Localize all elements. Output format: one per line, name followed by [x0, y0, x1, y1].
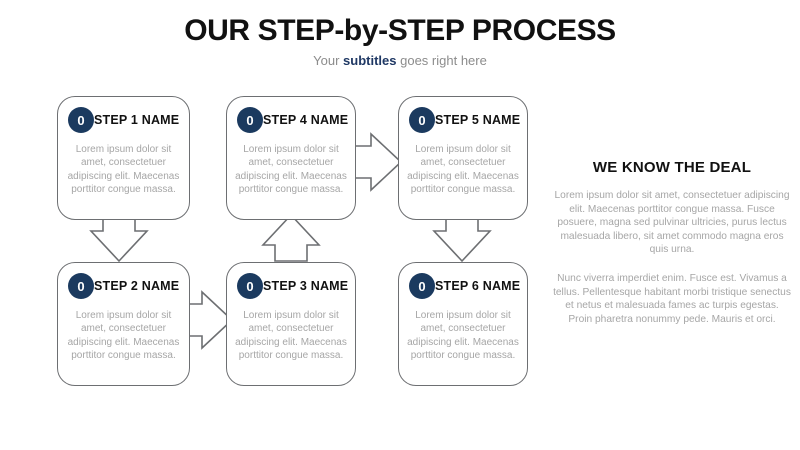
arrow-step1-to-step2 [89, 214, 149, 263]
step-card-3-badge: 0 [237, 273, 263, 299]
step-card-4-badge: 0 [237, 107, 263, 133]
arrow-step5-to-step6 [432, 214, 492, 263]
step-card-6-header: 0 STEP 6 NAME [399, 271, 527, 301]
step-card-2-badge: 0 [68, 273, 94, 299]
step-card-1-header: 0 STEP 1 NAME [58, 105, 189, 135]
panel-paragraph-1: Lorem ipsum dolor sit amet, consectetuer… [554, 190, 790, 256]
panel-paragraph-2: Nunc viverra imperdiet enim. Fusce est. … [553, 272, 791, 325]
step-card-6-title: STEP 6 NAME [435, 279, 521, 293]
step-card-4-header: 0 STEP 4 NAME [227, 105, 355, 135]
step-card-3-body: Lorem ipsum dolor sit amet, consectetuer… [235, 310, 347, 362]
subtitle-prefix: Your [313, 53, 344, 68]
step-card-5-header: 0 STEP 5 NAME [399, 105, 527, 135]
arrow-step3-to-step4 [261, 213, 321, 262]
step-card-4-body: Lorem ipsum dolor sit amet, consectetuer… [235, 144, 347, 196]
slide-header: OUR STEP-by-STEP PROCESS Your subtitles … [0, 14, 800, 69]
step-card-6[interactable]: 0 STEP 6 NAME Lorem ipsum dolor sit amet… [398, 262, 528, 386]
step-card-6-badge: 0 [409, 273, 435, 299]
step-card-5[interactable]: 0 STEP 5 NAME Lorem ipsum dolor sit amet… [398, 96, 528, 220]
step-card-1-title: STEP 1 NAME [94, 113, 180, 127]
step-card-1[interactable]: 0 STEP 1 NAME Lorem ipsum dolor sit amet… [57, 96, 190, 220]
step-card-4[interactable]: 0 STEP 4 NAME Lorem ipsum dolor sit amet… [226, 96, 356, 220]
step-card-5-title: STEP 5 NAME [435, 113, 521, 127]
step-card-6-body: Lorem ipsum dolor sit amet, consectetuer… [407, 310, 519, 362]
side-text-panel: WE KNOW THE DEAL Lorem ipsum dolor sit a… [552, 158, 792, 326]
process-diagram: 0 STEP 1 NAME Lorem ipsum dolor sit amet… [57, 96, 528, 386]
step-card-1-badge: 0 [68, 107, 94, 133]
step-card-4-title: STEP 4 NAME [263, 113, 349, 127]
page-title: OUR STEP-by-STEP PROCESS [184, 14, 616, 47]
arrow-step4-to-step5 [354, 132, 403, 192]
step-card-3[interactable]: 0 STEP 3 NAME Lorem ipsum dolor sit amet… [226, 262, 356, 386]
page-subtitle: Your subtitles goes right here [0, 53, 800, 69]
step-card-2-header: 0 STEP 2 NAME [58, 271, 189, 301]
step-card-3-header: 0 STEP 3 NAME [227, 271, 355, 301]
step-card-1-body: Lorem ipsum dolor sit amet, consectetuer… [67, 144, 180, 196]
step-card-2[interactable]: 0 STEP 2 NAME Lorem ipsum dolor sit amet… [57, 262, 190, 386]
step-card-2-body: Lorem ipsum dolor sit amet, consectetuer… [67, 310, 180, 362]
step-card-3-title: STEP 3 NAME [263, 279, 349, 293]
subtitle-accent: subtitles [343, 53, 397, 68]
panel-heading: WE KNOW THE DEAL [592, 159, 752, 176]
step-card-5-body: Lorem ipsum dolor sit amet, consectetuer… [407, 144, 519, 196]
step-card-5-badge: 0 [409, 107, 435, 133]
step-card-2-title: STEP 2 NAME [94, 279, 180, 293]
subtitle-suffix: goes right here [396, 53, 487, 68]
